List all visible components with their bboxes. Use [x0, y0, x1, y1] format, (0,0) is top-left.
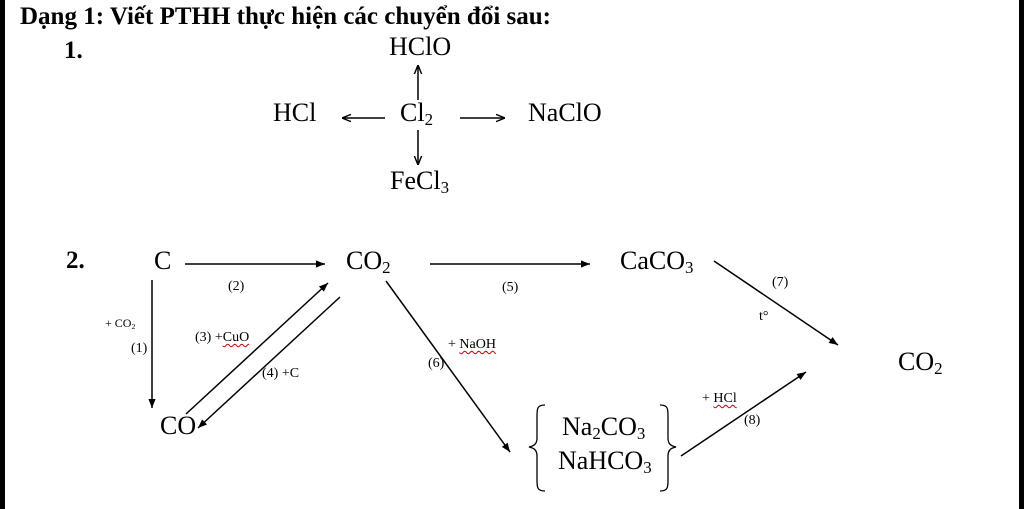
na2co3-label: Na2CO3: [562, 412, 646, 444]
caco3-label: CaCO3: [620, 246, 694, 278]
c-label: C: [154, 246, 172, 275]
step5-number: (5): [502, 280, 519, 295]
step7-number: (7): [772, 275, 789, 290]
nahco3-label: NaHCO3: [558, 446, 652, 478]
page-heading: Dạng 1: Viết PTHH thực hiện các chuyển đ…: [20, 3, 551, 30]
arrow-co2-to-co: [197, 296, 341, 429]
arrow-caco3-to-co2: [713, 260, 839, 346]
fecl3-label: FeCl3: [390, 166, 450, 198]
arrow-co-to-co2: [185, 282, 329, 415]
section1-number: 1.: [64, 37, 83, 64]
right-brace: [659, 404, 677, 492]
step7-condition: t°: [759, 309, 769, 324]
naclo-label: NaClO: [528, 98, 602, 127]
step2-number: (2): [228, 279, 245, 294]
co2-right-label: CO2: [898, 347, 943, 379]
step3-label: (3) +CuO: [195, 330, 250, 345]
co-label: CO: [160, 411, 197, 440]
step1-reagent: + CO2: [105, 316, 136, 331]
step6-number: (6): [428, 356, 445, 371]
hclo-label: HClO: [389, 32, 452, 61]
left-brace: [528, 404, 546, 492]
step8-reagent: + HCl: [702, 391, 737, 406]
step8-number: (8): [744, 413, 761, 428]
step6-reagent: + NaOH: [448, 337, 496, 352]
step4-label: (4) +C: [262, 366, 300, 381]
section2-number: 2.: [66, 247, 85, 274]
right-border: [1019, 0, 1024, 509]
hcl-label: HCl: [273, 98, 317, 127]
left-border: [0, 0, 5, 509]
step1-number: (1): [131, 341, 148, 356]
arrow-salts-to-co2: [680, 371, 807, 457]
co2-middle-label: CO2: [346, 246, 391, 278]
cl2-label: Cl2: [400, 98, 434, 130]
arrow-co2-to-salts: [385, 280, 511, 453]
